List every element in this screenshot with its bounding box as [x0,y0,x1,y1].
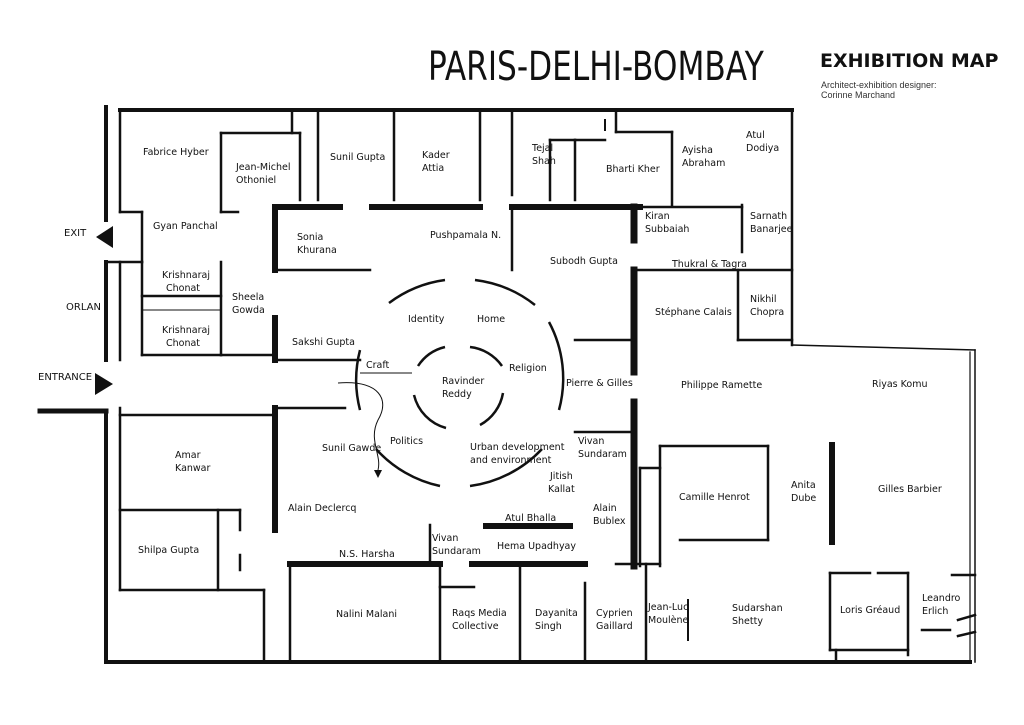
room-shilpa-gupta: Shilpa Gupta [138,545,199,556]
room-sakshi-gupta: Sakshi Gupta [292,337,355,348]
room-alain-declercq: Alain Declercq [288,503,356,514]
map-subtitle: EXHIBITION MAP [820,50,999,72]
designer-credit-line2: Corinne Marchand [821,90,896,100]
room-riyas-komu: Riyas Komu [872,379,928,390]
entrance-label: ENTRANCE [38,372,92,383]
exit-label: EXIT [64,228,87,239]
room-thukral-tagra: Thukral & Tagra [671,259,747,270]
room-nalini-malani: Nalini Malani [336,609,397,620]
map-title: PARIS-DELHI-BOMBAY [428,44,764,90]
room-stephane-calais: Stéphane Calais [655,307,732,318]
room-philippe-ramette: Philippe Ramette [681,380,762,391]
designer-credit: Architect-exhibition designer: Corinne M… [821,80,937,100]
theme-craft: Craft [366,360,390,371]
room-bharti-kher: Bharti Kher [606,164,660,175]
room-ns-harsha: N.S. Harsha [339,549,395,560]
direction-markers [95,226,113,395]
theme-religion: Religion [509,363,547,374]
theme-identity: Identity [408,314,445,325]
theme-politics: Politics [390,436,423,447]
room-gilles-barbier: Gilles Barbier [878,484,942,495]
orlan-label: ORLAN [66,302,101,313]
central-rings [337,278,565,488]
walls [37,105,977,664]
central-theme-labels: Identity Home Craft Religion Politics Ur… [366,314,565,466]
room-hema-upadhyay: Hema Upadhyay [497,541,576,552]
room-pierre-gilles: Pierre & Gilles [566,378,633,389]
room-gyan-panchal: Gyan Panchal [153,221,218,232]
room-atul-bhalla: Atul Bhalla [505,513,556,524]
room-subodh-gupta: Subodh Gupta [550,256,618,267]
room-sunil-gupta: Sunil Gupta [330,152,385,163]
entrance-arrow-icon [95,373,113,395]
room-loris-greaud: Loris Gréaud [840,605,900,616]
room-fabrice-hyber: Fabrice Hyber [143,147,209,158]
room-sunil-gawde: Sunil Gawde [322,443,381,454]
exit-arrow-icon [96,226,113,248]
room-camille-henrot: Camille Henrot [679,492,750,503]
room-pushpamala-n: Pushpamala N. [430,230,501,241]
designer-credit-line1: Architect-exhibition designer: [821,80,937,90]
theme-home: Home [477,314,505,325]
